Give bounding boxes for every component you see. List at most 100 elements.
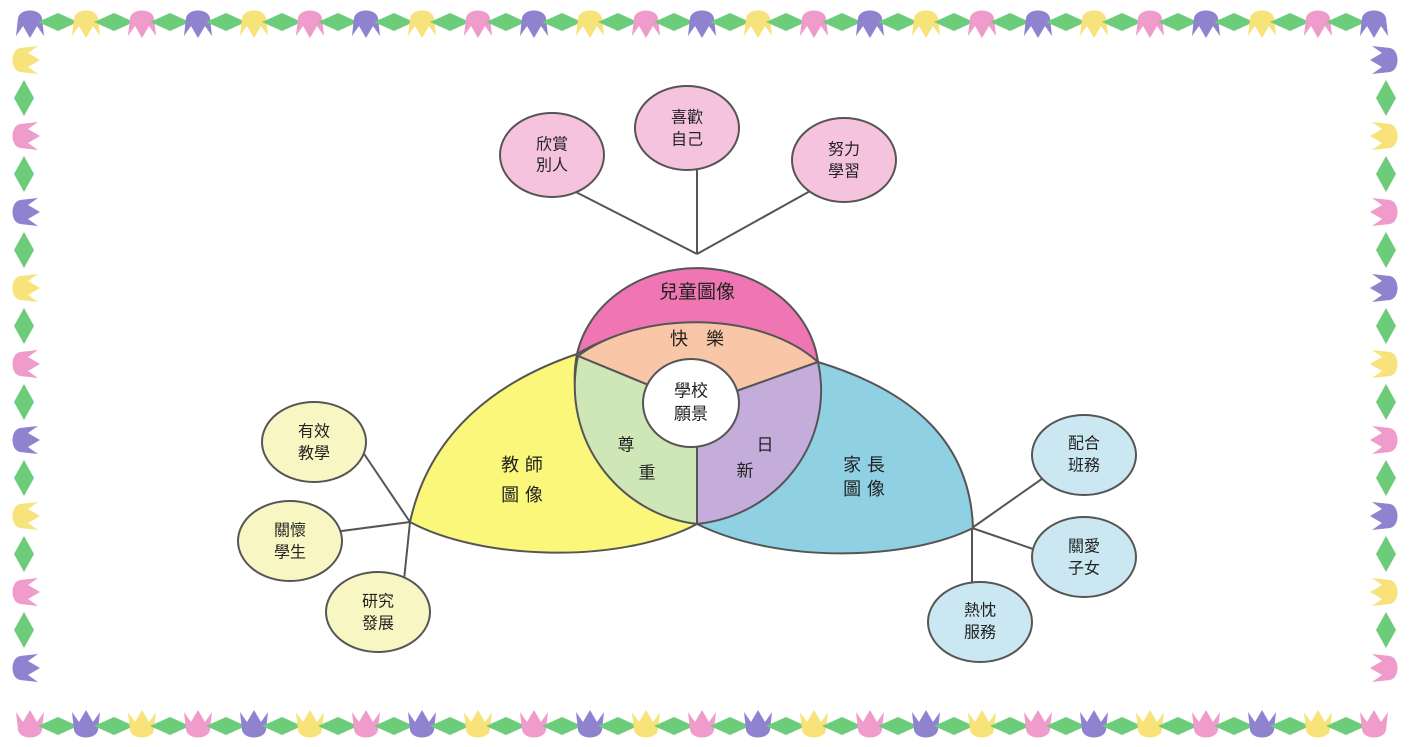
bubble-label-line2: 學習 bbox=[828, 162, 860, 181]
tulip-ornament bbox=[12, 274, 40, 302]
bubble-research-development: 研究 發展 bbox=[325, 571, 431, 653]
diamond-ornament bbox=[94, 717, 134, 735]
tulip-ornament bbox=[856, 710, 884, 738]
diamond-ornament bbox=[654, 717, 694, 735]
tulip-ornament bbox=[688, 10, 716, 38]
diamond-ornament bbox=[598, 13, 638, 31]
bubble-circle bbox=[1031, 414, 1137, 496]
bubble-circle bbox=[1031, 516, 1137, 598]
diamond-ornament bbox=[990, 717, 1030, 735]
diamond-ornament bbox=[1214, 717, 1254, 735]
tulip-ornament bbox=[912, 10, 940, 38]
bubble-circle bbox=[237, 500, 343, 582]
tulip-ornament bbox=[128, 10, 156, 38]
diamond-ornament bbox=[934, 13, 974, 31]
tulip-ornament bbox=[240, 710, 268, 738]
diamond-ornament bbox=[14, 156, 34, 192]
tulip-ornament bbox=[520, 10, 548, 38]
diamond-ornament bbox=[1158, 717, 1198, 735]
bubble-label-line2: 發展 bbox=[362, 614, 394, 633]
tulip-ornament bbox=[16, 10, 44, 38]
tulip-ornament bbox=[464, 710, 492, 738]
diamond-ornament bbox=[262, 13, 302, 31]
tulip-ornament bbox=[12, 350, 40, 378]
tulip-ornament bbox=[408, 10, 436, 38]
bubble-label-line1: 關懷 bbox=[274, 521, 306, 540]
diamond-ornament bbox=[1376, 232, 1396, 268]
diamond-ornament bbox=[598, 717, 638, 735]
diamond-ornament bbox=[150, 717, 190, 735]
parents-image-line2: 圖 像 bbox=[843, 479, 885, 500]
region-labels: 兒童圖像 快 樂 學校 願景 尊 重 日 新 教 師 圖 像 家 長 圖 像 bbox=[501, 281, 885, 506]
diamond-ornament bbox=[1270, 717, 1310, 735]
teachers-image-line1: 教 師 bbox=[501, 455, 543, 476]
tulip-ornament bbox=[296, 710, 324, 738]
tulip-ornament bbox=[968, 10, 996, 38]
children-image-title: 兒童圖像 bbox=[659, 281, 735, 303]
bubble-circle bbox=[927, 581, 1033, 663]
diamond-ornament bbox=[374, 13, 414, 31]
bubble-care-students: 關懷 學生 bbox=[237, 500, 343, 582]
tulip-ornament bbox=[12, 654, 40, 682]
respect-label-bottom: 重 bbox=[639, 464, 656, 484]
diamond-ornament bbox=[1376, 80, 1396, 116]
parents-image-line1: 家 長 bbox=[843, 455, 885, 476]
tulip-ornament bbox=[352, 710, 380, 738]
tulip-ornament bbox=[1370, 426, 1398, 454]
tulip-ornament bbox=[12, 578, 40, 606]
tulip-ornament bbox=[12, 198, 40, 226]
renew-label-top: 日 bbox=[757, 436, 774, 456]
tulip-ornament bbox=[968, 710, 996, 738]
tulip-ornament bbox=[296, 10, 324, 38]
connector-line bbox=[333, 521, 411, 533]
tulip-ornament bbox=[520, 710, 548, 738]
diamond-ornament bbox=[878, 717, 918, 735]
diamond-ornament bbox=[14, 536, 34, 572]
tulip-ornament bbox=[12, 426, 40, 454]
bubble-label-line1: 有效 bbox=[298, 422, 330, 441]
diamond-ornament bbox=[822, 13, 862, 31]
diamond-ornament bbox=[1376, 156, 1396, 192]
bubble-circle bbox=[261, 401, 367, 483]
diamond-ornament bbox=[38, 717, 78, 735]
diamond-ornament bbox=[1046, 717, 1086, 735]
tulip-ornament bbox=[1370, 502, 1398, 530]
connector-line bbox=[355, 441, 411, 523]
center-vision-disc bbox=[642, 358, 740, 448]
bubble-appreciate-others: 欣賞 別人 bbox=[499, 112, 605, 198]
bubble-circle bbox=[325, 571, 431, 653]
tulip-ornament bbox=[744, 710, 772, 738]
tulip-ornament bbox=[1192, 10, 1220, 38]
tulip-ornament bbox=[72, 710, 100, 738]
diamond-ornament bbox=[766, 13, 806, 31]
diamond-ornament bbox=[38, 13, 78, 31]
tulip-ornament bbox=[1136, 10, 1164, 38]
tulip-ornament bbox=[1136, 710, 1164, 738]
tulip-ornament bbox=[352, 10, 380, 38]
tulip-ornament bbox=[1304, 10, 1332, 38]
connector-line bbox=[696, 189, 813, 255]
diamond-ornament bbox=[1270, 13, 1310, 31]
bubble-label-line2: 別人 bbox=[536, 156, 568, 175]
diamond-ornament bbox=[1376, 308, 1396, 344]
diamond-ornament bbox=[1102, 717, 1142, 735]
tulip-ornament bbox=[1080, 710, 1108, 738]
bubble-label-line1: 努力 bbox=[828, 140, 860, 159]
respect-label-top: 尊 bbox=[618, 436, 635, 456]
bubble-label-line2: 自己 bbox=[671, 130, 703, 149]
bubble-label-line1: 關愛 bbox=[1068, 537, 1100, 556]
diamond-ornament bbox=[374, 717, 414, 735]
diamond-ornament bbox=[1046, 13, 1086, 31]
tulip-ornament bbox=[744, 10, 772, 38]
bubble-label-line2: 班務 bbox=[1068, 456, 1100, 475]
tulip-ornament bbox=[800, 10, 828, 38]
diamond-ornament bbox=[766, 717, 806, 735]
diamond-ornament bbox=[542, 13, 582, 31]
tulip-ornament bbox=[800, 710, 828, 738]
tulip-ornament bbox=[12, 122, 40, 150]
bubble-label-line1: 配合 bbox=[1068, 434, 1100, 453]
tulip-ornament bbox=[1370, 274, 1398, 302]
tulip-ornament bbox=[1304, 710, 1332, 738]
tulip-ornament bbox=[1370, 654, 1398, 682]
